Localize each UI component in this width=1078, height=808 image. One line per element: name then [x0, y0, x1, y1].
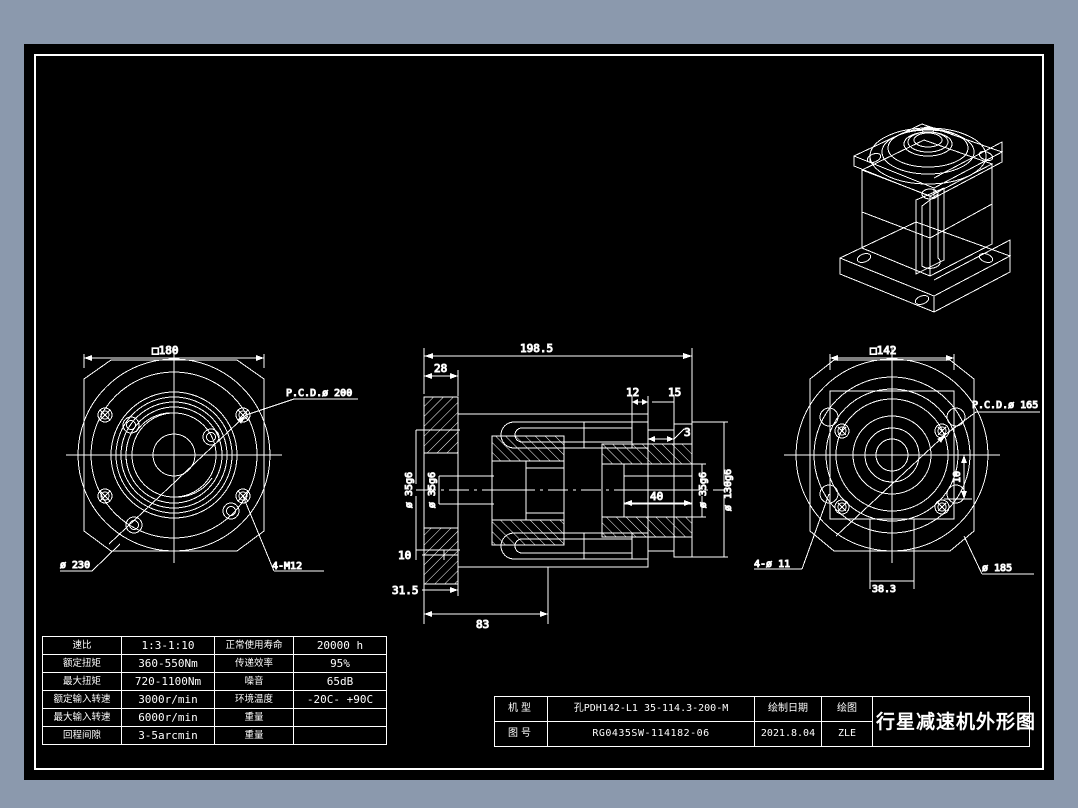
drawing-number-value: RG0435SW-114182-06	[547, 721, 755, 747]
dim-28: 28	[434, 362, 447, 375]
spec-label: 环境温度	[214, 690, 294, 709]
spec-value: 1:3-1:10	[121, 636, 215, 655]
dim-10-section: 10	[398, 549, 411, 562]
dim-left-pcd: P.C.D.ø 200	[286, 388, 352, 399]
model-value: 孔PDH142-L1 35-114.3-200-M	[547, 696, 755, 722]
spec-value: 65dB	[293, 672, 387, 691]
spec-value: 3-5arcmin	[121, 726, 215, 745]
drawing-title-text: 行星减速机外形图	[876, 710, 1037, 733]
spec-label: 额定扭矩	[42, 654, 122, 673]
dim-left-thread: 4-M12	[272, 561, 302, 572]
dim-right-pcd: P.C.D.ø 165	[972, 400, 1038, 411]
title-block-row-model: 机型 孔PDH142-L1 35-114.3-200-M 绘制日期 绘图 行星减…	[494, 696, 1035, 747]
table-row: 回程间隙 3-5arcmin 重量	[42, 726, 387, 745]
dim-left-outer-dia: ø 230	[60, 560, 90, 571]
spec-value: 360-550Nm	[121, 654, 215, 673]
dim-3: 3	[684, 426, 691, 439]
dim-right-outer-dia: ø 185	[982, 563, 1012, 574]
table-row: 额定输入转速 3000r/min 环境温度 -20C- +90C	[42, 690, 387, 709]
dim-40: 40	[650, 490, 663, 503]
spec-table-body: 速比 1:3-1:10 正常使用寿命 20000 h 额定扭矩 360-550N…	[42, 636, 387, 745]
dim-38p3: 38.3	[872, 584, 896, 595]
spec-label: 额定输入转速	[42, 690, 122, 709]
table-row: 最大扭矩 720-1100Nm 噪音 65dB	[42, 672, 387, 691]
spec-label: 传递效率	[214, 654, 294, 673]
spec-value	[293, 726, 387, 745]
spec-value: 20000 h	[293, 636, 387, 655]
spec-label: 回程间隙	[42, 726, 122, 745]
spec-label: 最大输入转速	[42, 708, 122, 727]
inner-tapped-holes	[122, 416, 240, 534]
dim-overall-length: 198.5	[520, 342, 553, 355]
dim-shaft-dia-right: ø 35g6	[698, 472, 709, 508]
dim-31p5: 31.5	[392, 584, 419, 597]
spec-value: -20C- +90C	[293, 690, 387, 709]
spec-label: 噪音	[214, 672, 294, 691]
dim-12: 12	[626, 386, 639, 399]
spec-label: 最大扭矩	[42, 672, 122, 691]
cad-drawing-sheet: □180 P.C.D.ø 200 4-M12 ø 230	[24, 44, 1054, 780]
drafter-value: ZLE	[821, 721, 873, 747]
dim-83: 83	[476, 618, 489, 631]
table-row: 额定扭矩 360-550Nm 传递效率 95%	[42, 654, 387, 673]
spec-value	[293, 708, 387, 727]
left-view-geometry	[60, 347, 358, 572]
title-block: 机型 孔PDH142-L1 35-114.3-200-M 绘制日期 绘图 行星减…	[494, 696, 1035, 747]
spec-value: 95%	[293, 654, 387, 673]
dim-shaft-dia-left: ø 35g6	[404, 472, 415, 508]
drawing-title: 行星减速机外形图	[872, 696, 1037, 747]
dim-left-square: □180	[152, 344, 179, 357]
corner-bolt-holes	[97, 407, 251, 504]
table-row: 最大输入转速 6000r/min 重量	[42, 708, 387, 727]
section-view-geometry	[415, 348, 728, 624]
spec-label: 重量	[214, 726, 294, 745]
spec-label: 速比	[42, 636, 122, 655]
date-label: 绘制日期	[754, 696, 822, 722]
dim-shaft-dia-left2: ø 35g6	[427, 472, 438, 508]
specification-table: 速比 1:3-1:10 正常使用寿命 20000 h 额定扭矩 360-550N…	[42, 636, 387, 745]
isometric-view-geometry	[838, 123, 1012, 313]
spec-value: 6000r/min	[121, 708, 215, 727]
spec-label: 重量	[214, 708, 294, 727]
drawing-border-frame	[34, 54, 1044, 770]
dim-10-right: 10	[952, 471, 963, 483]
dim-right-holes: 4-ø 11	[754, 559, 790, 570]
dim-pilot-dia: ø 130g6	[723, 469, 734, 511]
drawing-canvas: □180 P.C.D.ø 200 4-M12 ø 230	[24, 44, 1054, 780]
date-value: 2021.8.04	[754, 721, 822, 747]
title-block-row-number: 图号 RG0435SW-114182-06 2021.8.04 ZLE	[494, 721, 1030, 747]
tapped-holes-right	[834, 423, 950, 515]
spec-label: 正常使用寿命	[214, 636, 294, 655]
dim-15: 15	[668, 386, 681, 399]
table-row: 速比 1:3-1:10 正常使用寿命 20000 h	[42, 636, 387, 655]
spec-value: 3000r/min	[121, 690, 215, 709]
drawing-number-label: 图号	[494, 721, 548, 747]
dim-right-square: □142	[870, 344, 897, 357]
right-view-geometry	[754, 347, 1040, 589]
spec-value: 720-1100Nm	[121, 672, 215, 691]
drafter-label: 绘图	[821, 696, 873, 722]
model-label: 机型	[494, 696, 548, 722]
